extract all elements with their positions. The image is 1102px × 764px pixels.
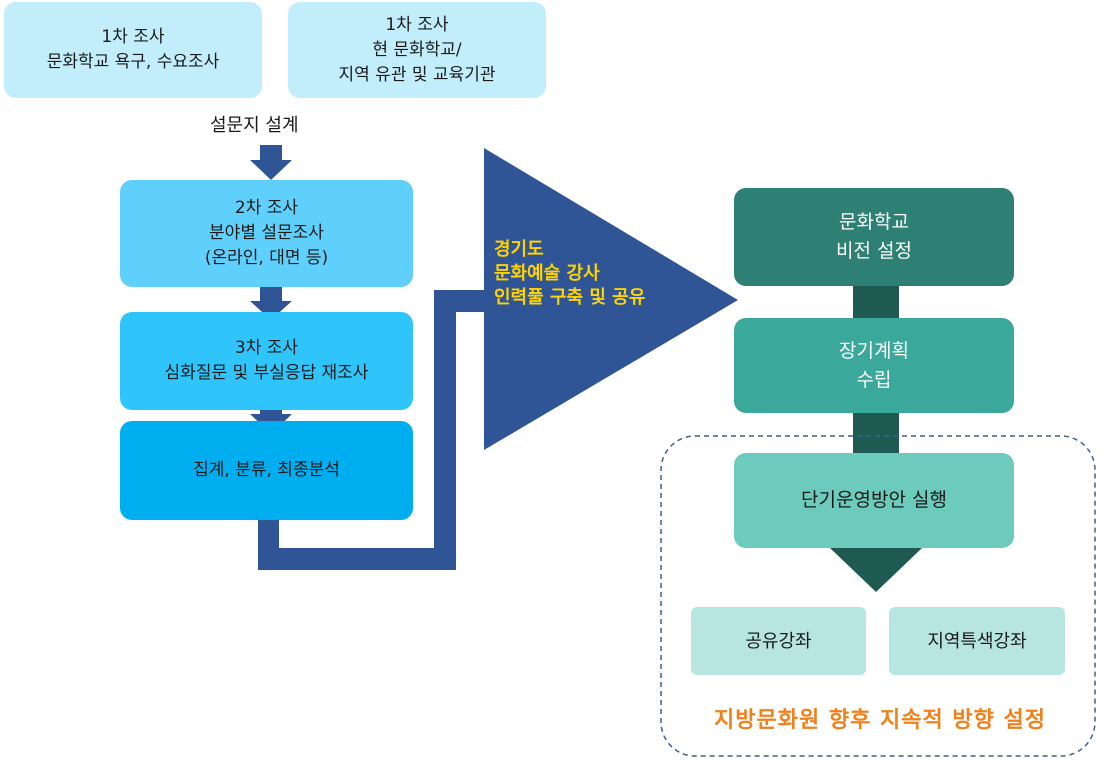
triangle-line: 인력풀 구축 및 공유 [494, 287, 646, 308]
design-label: 설문지 설계 [210, 115, 299, 136]
survey3-line: 심화질문 및 부실응답 재조사 [164, 363, 369, 383]
survey1-right-box: 1차 조사 현 문화학교/ 지역 유관 및 교육기관 [288, 2, 546, 98]
longterm-box: 장기계획 수립 [734, 318, 1014, 413]
triangle-line: 경기도 [494, 239, 544, 260]
elbow-connector [258, 290, 490, 570]
course-box-regional: 지역특색강좌 [889, 607, 1065, 675]
course-box-shared: 공유강좌 [691, 607, 866, 675]
arrow-down-icon [830, 548, 922, 592]
arrow-down-icon [250, 145, 292, 180]
triangle-line: 문화예술 강사 [494, 263, 600, 284]
survey1-right-line: 지역 유관 및 교육기관 [338, 64, 496, 85]
survey2-line: (온라인, 대면 등) [204, 248, 329, 268]
survey1-right-line: 현 문화학교/ [372, 39, 462, 60]
connector-bar [853, 413, 899, 453]
survey2-line: 분야별 설문조사 [209, 223, 324, 243]
connector-bar [853, 286, 899, 318]
vision-box: 문화학교 비전 설정 [734, 188, 1014, 286]
vision-line: 비전 설정 [836, 240, 912, 262]
survey2-box: 2차 조사 분야별 설문조사 (온라인, 대면 등) [120, 180, 413, 287]
arrow-down-icon [250, 287, 292, 320]
shortterm-label: 단기운영방안 실행 [801, 489, 947, 511]
analysis-box: 집계, 분류, 최종분석 [120, 421, 413, 520]
dashed-container [660, 435, 1096, 757]
survey1-right-title: 1차 조사 [385, 14, 449, 35]
footer-title: 지방문화원 향후 지속적 방향 설정 [714, 708, 1046, 733]
survey3-box: 3차 조사 심화질문 및 부실응답 재조사 [120, 312, 413, 410]
analysis-label: 집계, 분류, 최종분석 [193, 460, 340, 480]
survey2-title: 2차 조사 [234, 198, 299, 218]
triangle-label: 경기도 문화예술 강사 인력풀 구축 및 공유 [494, 238, 645, 310]
survey3-title: 3차 조사 [234, 338, 299, 358]
triangle-arrow [484, 148, 738, 450]
shortterm-box: 단기운영방안 실행 [734, 453, 1014, 548]
survey1-left-title: 1차 조사 [101, 27, 165, 47]
vision-line: 문화학교 [839, 211, 909, 233]
course-label: 지역특색강좌 [927, 630, 1027, 652]
survey1-left-line: 문화학교 욕구, 수요조사 [46, 52, 220, 72]
survey1-left-box: 1차 조사 문화학교 욕구, 수요조사 [4, 2, 262, 98]
longterm-line: 수립 [856, 368, 892, 391]
longterm-line: 장기계획 [839, 339, 909, 362]
course-label: 공유강좌 [745, 630, 812, 652]
